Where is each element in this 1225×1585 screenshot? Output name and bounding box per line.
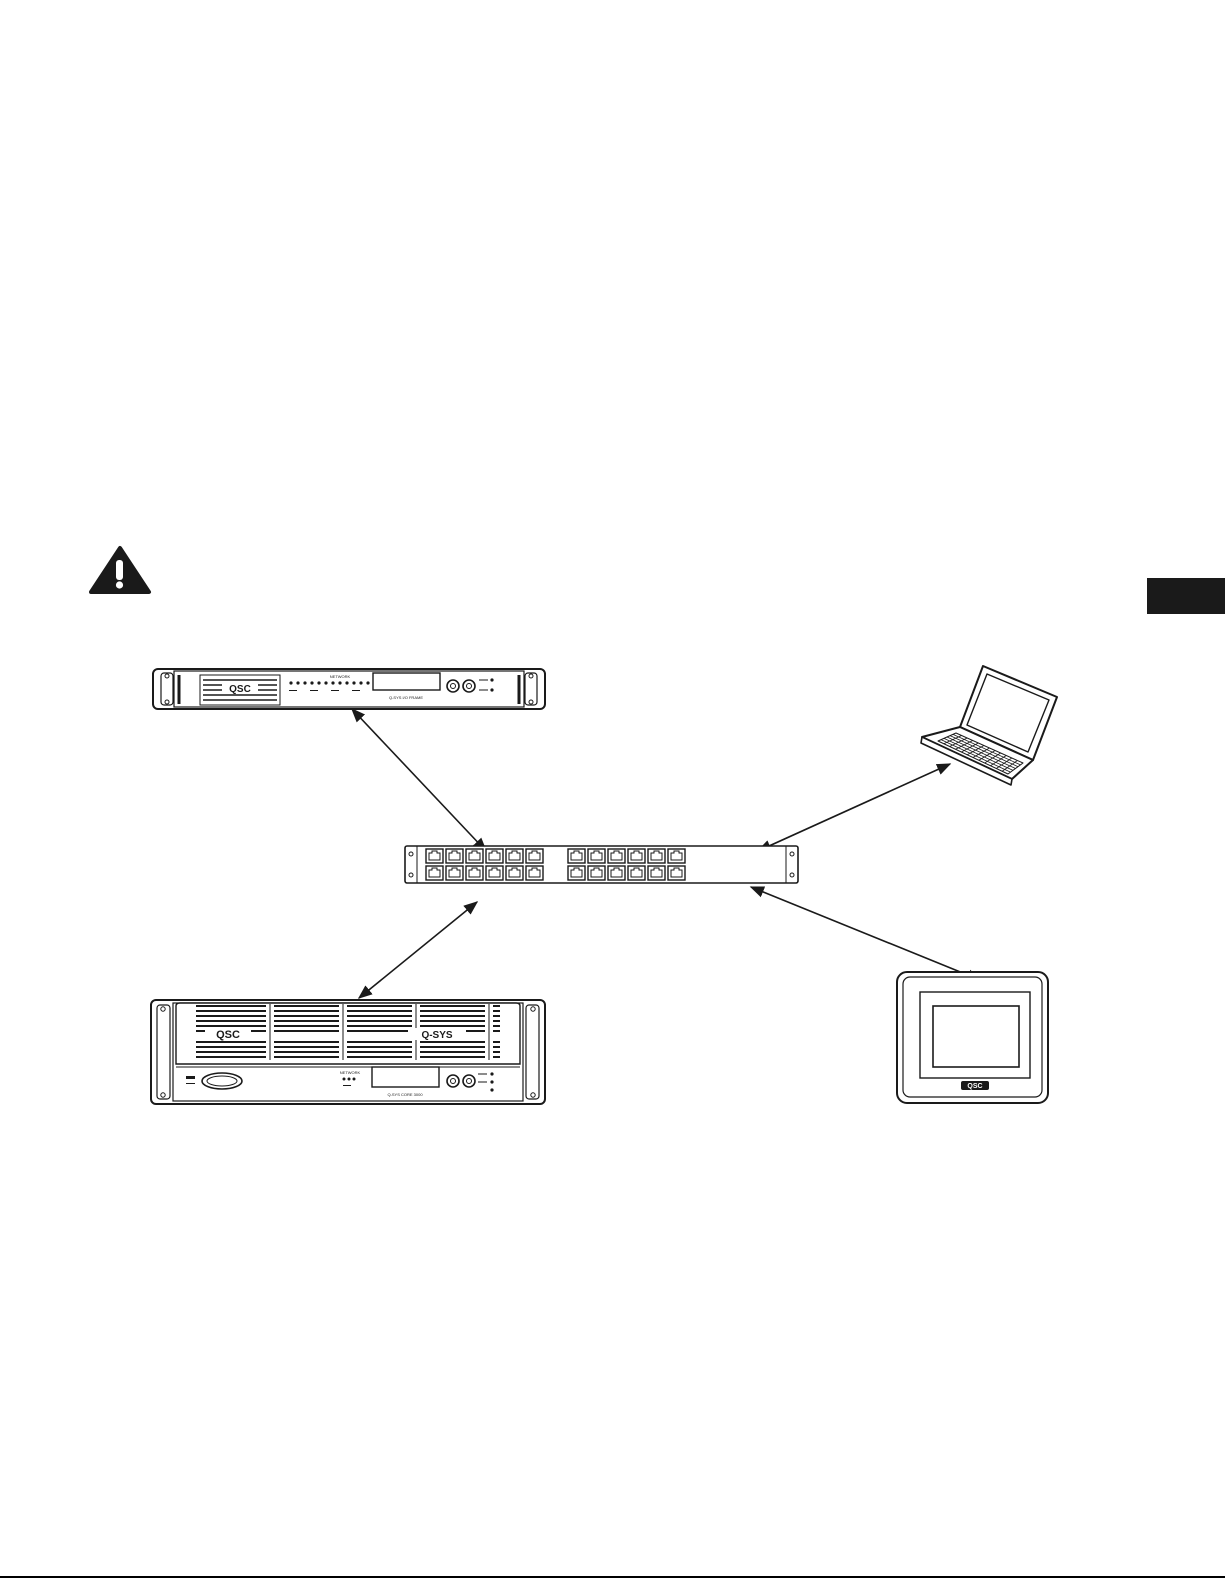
switch-port — [588, 849, 605, 863]
core-brand-logo: QSC — [216, 1029, 240, 1041]
link-switch-laptop — [758, 764, 950, 851]
core-model-label: Q-SYS CORE 3000 — [387, 1092, 423, 1097]
processor-status-label: NETWORK — [330, 674, 351, 679]
core-status-label: NETWORK — [340, 1070, 361, 1075]
switch-port — [648, 866, 665, 880]
switch-port — [506, 849, 523, 863]
switch-port — [446, 866, 463, 880]
switch-port — [608, 849, 625, 863]
switch-port — [426, 849, 443, 863]
switch-port — [628, 866, 645, 880]
switch-port — [608, 866, 625, 880]
rack-processor-1u-icon: QSC NETWORK Q-SYS I/O FRAME — [153, 669, 545, 709]
switch-port — [506, 866, 523, 880]
switch-port — [668, 866, 685, 880]
switch-port — [568, 849, 585, 863]
switch-port — [486, 849, 503, 863]
switch-port — [526, 849, 543, 863]
switch-port — [466, 866, 483, 880]
switch-port — [526, 866, 543, 880]
touch-panel-icon: QSC — [897, 972, 1048, 1103]
touch-panel-brand-logo: QSC — [967, 1083, 982, 1090]
switch-port — [466, 849, 483, 863]
rack-core-3u-icon: QSC Q-SYS NETWORK Q-SYS CORE 3000 — [151, 1000, 545, 1104]
switch-port — [426, 866, 443, 880]
warning-triangle-icon — [91, 548, 149, 592]
switch-port — [668, 849, 685, 863]
link-switch-touchscreen — [751, 887, 980, 980]
switch-port — [486, 866, 503, 880]
switch-port — [648, 849, 665, 863]
link-processor-switch — [352, 709, 486, 851]
switch-port — [588, 866, 605, 880]
processor-model-label: Q-SYS I/O FRAME — [389, 695, 423, 700]
core-product-logo: Q-SYS — [421, 1030, 452, 1041]
switch-port — [628, 849, 645, 863]
switch-port — [568, 866, 585, 880]
link-switch-core — [359, 902, 477, 998]
switch-port — [446, 849, 463, 863]
network-switch-icon — [405, 846, 798, 883]
processor-brand-logo: QSC — [229, 684, 251, 695]
